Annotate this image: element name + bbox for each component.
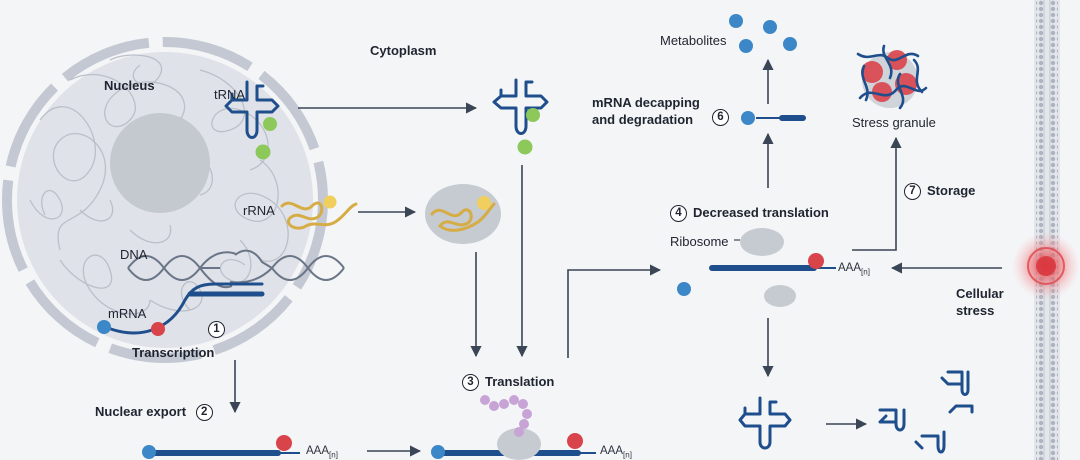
nuclear-export-label: Nuclear export 2 [95, 404, 219, 421]
rrna-icon [280, 195, 358, 230]
mrna-icon [142, 435, 300, 459]
cellular-stress-line1: Cellular [956, 286, 1004, 301]
nucleolus [110, 113, 210, 213]
step-number: 3 [462, 374, 479, 391]
trna-icon [492, 78, 549, 135]
nuclear-envelope [2, 37, 328, 363]
translation-text: Translation [485, 373, 555, 389]
polya-text: AAA [306, 445, 330, 457]
step-number: 2 [195, 404, 213, 421]
nucleus-label: Nucleus [104, 78, 155, 93]
cellular-stress-line2: stress [956, 303, 995, 318]
translation-label: 3 Translation [462, 374, 554, 391]
decreased-translation-text: Decreased translation [693, 204, 829, 220]
rrna-label: rRNA [243, 203, 275, 218]
ribosome-label: Ribosome [670, 234, 729, 249]
polya-tail-label: AAA[n] [306, 445, 338, 460]
ribosome-icon [677, 228, 836, 307]
stress-granule-icon [856, 44, 928, 110]
polya-tail-label: AAA[n] [600, 445, 632, 460]
amino-acid [517, 139, 533, 155]
step-number: 4 [670, 205, 687, 222]
metabolites-label: Metabolites [660, 33, 727, 48]
step-number: 6 [712, 109, 729, 126]
trna-fragments [738, 370, 974, 454]
polya-subscript: [n] [329, 450, 338, 460]
decreased-translation-label: 4 Decreased translation [670, 205, 829, 222]
polya-text: AAA [600, 445, 624, 457]
storage-label: 7 Storage [904, 183, 975, 200]
storage-text: Storage [927, 182, 976, 198]
ribosome-icon [431, 395, 596, 460]
rrna-icon [425, 184, 501, 244]
plasma-membrane [1034, 0, 1060, 460]
stress-granule-label: Stress granule [852, 115, 936, 130]
metabolite-icon [729, 14, 797, 53]
step-6: 6 [712, 109, 735, 126]
polya-subscript: [n] [623, 450, 632, 460]
mrna-icon [741, 111, 806, 125]
step-number: 7 [904, 183, 921, 200]
polya-subscript: [n] [861, 267, 870, 277]
amino-acid [255, 144, 271, 160]
transcription-label: Transcription [132, 345, 215, 360]
mrna-icon [97, 282, 265, 336]
polya-tail-label: AAA[n] [838, 262, 870, 277]
stress-signal-icon [1012, 232, 1080, 300]
amino-acid [263, 117, 277, 131]
step-1: 1 [208, 321, 231, 338]
nucleus [2, 37, 358, 363]
mrna-label: mRNA [108, 306, 147, 321]
step-number: 1 [208, 321, 225, 338]
arrows [229, 58, 1002, 457]
amino-acid [526, 108, 540, 122]
mrna-decapping-label-line1: mRNA decapping [592, 95, 700, 110]
cytoplasm-label: Cytoplasm [370, 43, 437, 58]
nuclear-export-text: Nuclear export [95, 403, 187, 419]
trna-icon [224, 80, 280, 139]
dna-label: DNA [120, 247, 148, 262]
mrna-decapping-label-line2: and degradation [592, 112, 694, 127]
polya-text: AAA [838, 262, 862, 274]
dna-helix [127, 249, 345, 289]
trna-label: tRNA [214, 87, 246, 102]
peptide-chain [480, 395, 532, 437]
